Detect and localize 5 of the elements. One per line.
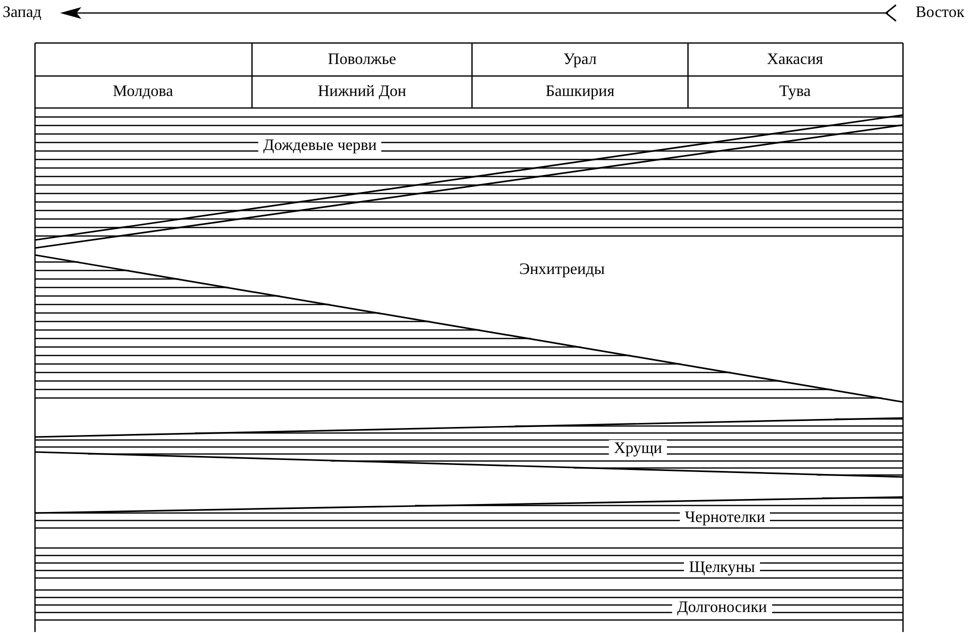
band-label: Щелкуны: [684, 559, 760, 577]
band-label: Чернотелки: [680, 509, 770, 527]
band-label: Долгоносики: [672, 599, 772, 617]
band-label: Дождевые черви: [258, 137, 382, 155]
band-label: Хрущи: [608, 440, 668, 458]
